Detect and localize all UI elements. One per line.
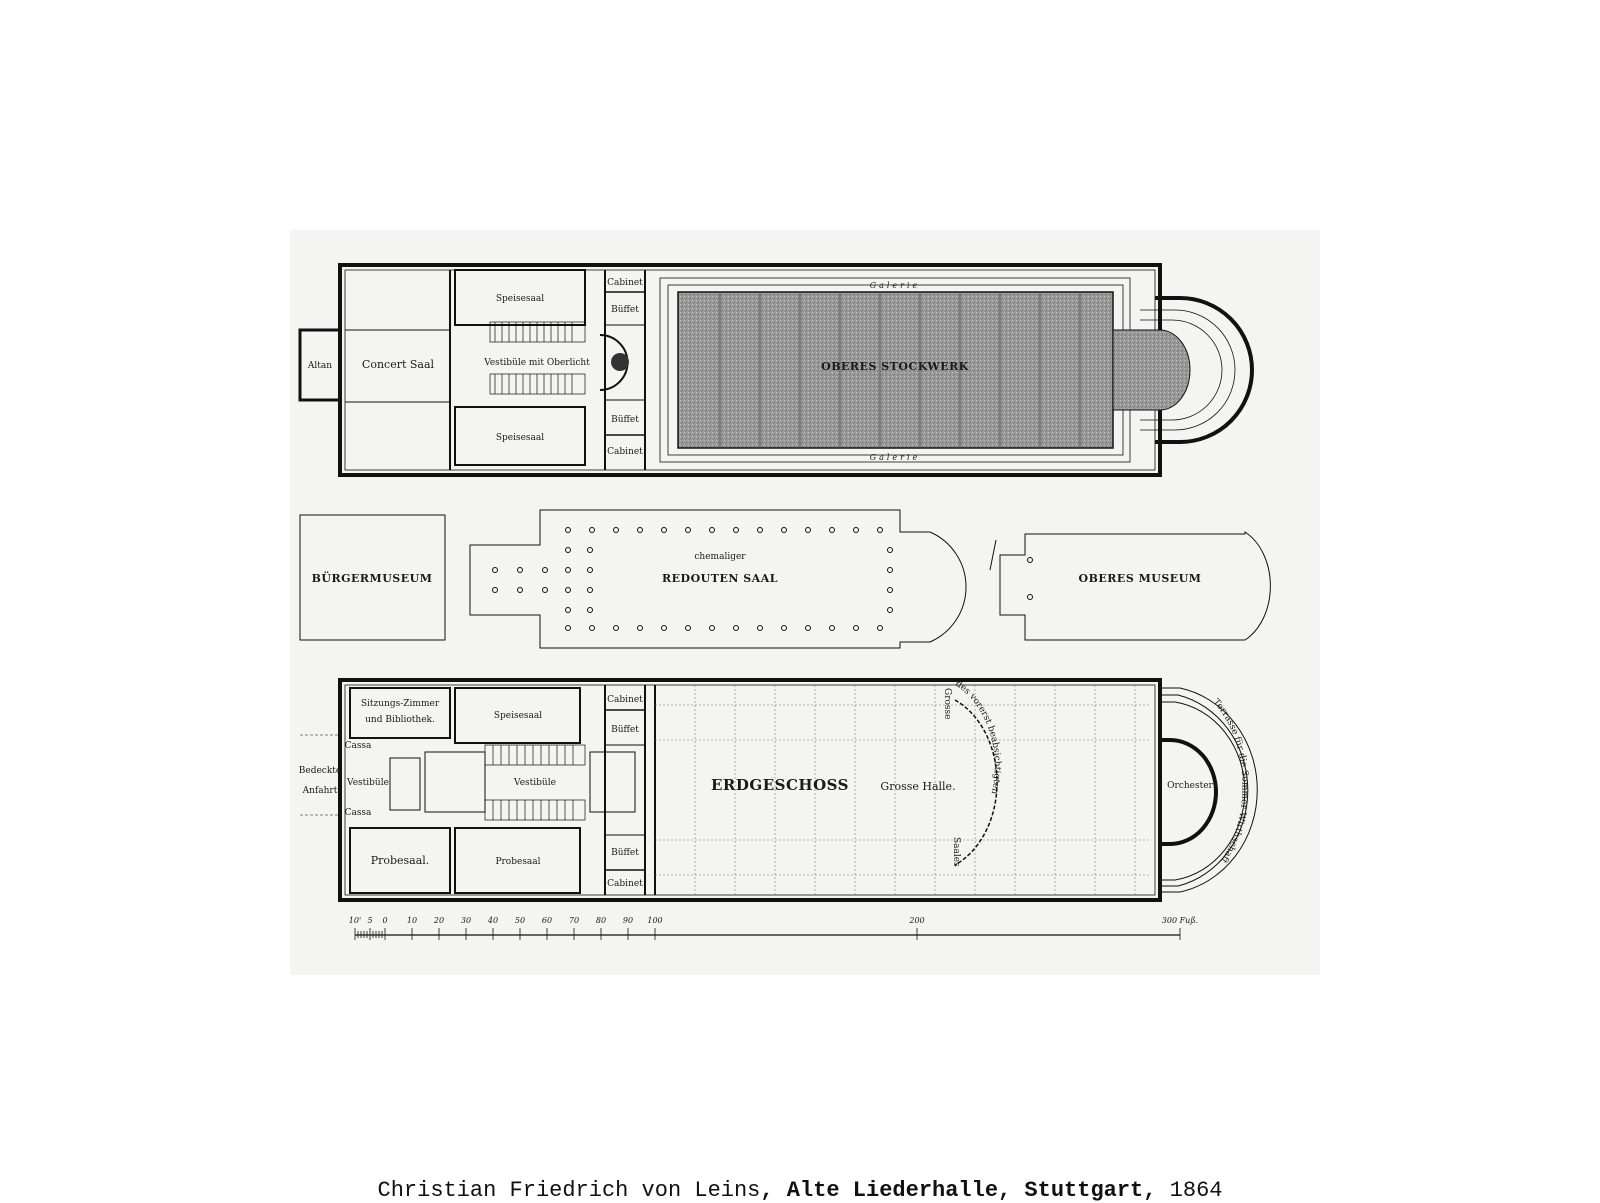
upper-bueffet-bottom-label: Büffet xyxy=(611,415,639,425)
buergermuseum-label: BÜRGERMUSEUM xyxy=(312,571,433,585)
ground-bedeckte-label: Bedeckte xyxy=(299,766,341,776)
caption-sep2 xyxy=(1156,1178,1169,1203)
upper-floor-title: OBERES STOCKWERK xyxy=(821,360,969,373)
ground-arc-saales-label: Saales xyxy=(951,837,961,867)
scale-label: 20 xyxy=(433,916,444,925)
upper-hall-bays xyxy=(719,292,1081,448)
oberes-museum-column xyxy=(1027,594,1033,600)
upper-vestibuele-label: Vestibüle mit Oberlicht xyxy=(483,358,590,368)
scale-label: 0 xyxy=(382,916,387,925)
upper-apse-shading xyxy=(1112,329,1191,411)
ground-bueffet-bottom-label: Büffet xyxy=(611,848,639,858)
ground-anfahrt-label: Anfahrt xyxy=(302,786,338,796)
scale-label: 70 xyxy=(569,916,579,925)
ground-cassa-top-label: Cassa xyxy=(345,741,372,751)
redouten-columns xyxy=(492,527,893,631)
redouten-saal-outline xyxy=(469,509,967,649)
image-caption: Christian Friedrich von Leins, Alte Lied… xyxy=(0,1178,1600,1203)
floor-plan-drawing: Altan Concert Saal Speisesaal Speisesaal… xyxy=(290,230,1320,975)
ground-orchester-label: Orchester xyxy=(1167,781,1213,791)
oberes-museum-outline xyxy=(999,531,1271,641)
ground-cassa-bottom-label: Cassa xyxy=(345,808,372,818)
ground-vestibuele-center-label: Vestibüle xyxy=(513,778,556,788)
scale-bar: 10' 5 0 10 20 30 40 50 60 70 80 90 100 2… xyxy=(349,916,1198,940)
upper-concert-saal-label: Concert Saal xyxy=(362,358,435,371)
buergermuseum-outline xyxy=(299,514,446,641)
upper-galerie-top-label: Galerie xyxy=(870,281,921,290)
scale-label: 80 xyxy=(596,916,606,925)
scale-label: 50 xyxy=(515,916,525,925)
scale-label: 90 xyxy=(623,916,633,925)
scale-label: 10 xyxy=(407,916,417,925)
redouten-label-line2: REDOUTEN SAAL xyxy=(662,572,778,585)
scale-label: 60 xyxy=(542,916,552,925)
ground-cabinet-bottom-label: Cabinet xyxy=(607,879,643,889)
ground-bueffet-top-label: Büffet xyxy=(611,725,639,735)
oberes-museum-wall-stub xyxy=(989,539,997,571)
floor-plan-plate: Altan Concert Saal Speisesaal Speisesaal… xyxy=(290,230,1320,975)
upper-altan-label: Altan xyxy=(307,361,332,371)
ground-speisesaal-label: Speisesaal xyxy=(494,711,542,721)
ground-probesaal-left-label: Probesaal. xyxy=(371,854,430,867)
upper-bueffet-top-label: Büffet xyxy=(611,305,639,315)
caption-year: 1864 xyxy=(1169,1178,1223,1203)
ground-sitzungs-label-line2: und Bibliothek. xyxy=(365,715,435,725)
upper-cabinet-bottom-label: Cabinet xyxy=(607,447,643,457)
scale-label: 5 xyxy=(367,916,372,925)
caption-artist: Christian Friedrich von Leins xyxy=(377,1178,761,1203)
ground-floor-title: ERDGESCHOSS xyxy=(711,776,849,794)
oberes-museum-label: OBERES MUSEUM xyxy=(1079,572,1202,585)
upper-galerie-bottom-label: Galerie xyxy=(870,453,921,462)
upper-cabinet-top-label: Cabinet xyxy=(607,278,643,288)
scale-label: 100 xyxy=(647,916,662,925)
ground-vestibuele-left-label: Vestibüle xyxy=(346,778,389,788)
ground-grosse-halle-label: Grosse Halle. xyxy=(880,780,955,793)
scale-bar-ticks xyxy=(354,928,1181,940)
caption-title: Alte Liederhalle, Stuttgart, xyxy=(786,1178,1157,1203)
oberes-museum-column xyxy=(1027,557,1033,563)
scale-label: 200 xyxy=(908,916,924,925)
ground-arc-grosse-label: Grosse xyxy=(942,688,952,719)
upper-speisesaal-top-label: Speisesaal xyxy=(496,294,544,304)
ground-sitzungs-label-line1: Sitzungs-Zimmer xyxy=(361,699,440,709)
upper-speisesaal-bottom-label: Speisesaal xyxy=(496,433,544,443)
ground-floor-plan xyxy=(300,678,1258,902)
scale-label: 30 xyxy=(461,916,471,925)
ground-probesaal-right-label: Probesaal xyxy=(495,857,540,867)
scale-label: 10' xyxy=(349,916,361,925)
redouten-label-line1: chemaliger xyxy=(694,552,746,562)
scale-unit-label: 300 Fuß. xyxy=(1162,916,1198,925)
caption-sep1: , xyxy=(760,1178,787,1203)
ground-cabinet-top-label: Cabinet xyxy=(607,695,643,705)
upper-floor-plan xyxy=(298,263,1254,477)
scale-label: 40 xyxy=(487,916,498,925)
